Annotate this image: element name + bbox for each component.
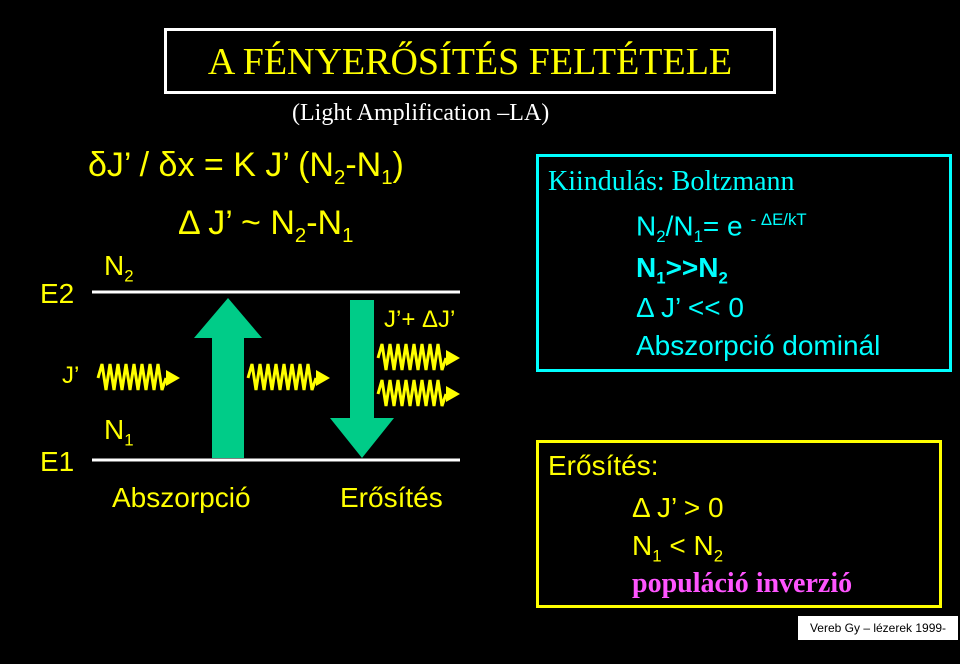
boltzmann-ratio: N2/N1= e - ΔE/kT	[636, 210, 807, 247]
lt-n: N	[632, 530, 652, 561]
gg-op: >>N	[666, 252, 719, 283]
emission-down-arrow	[330, 300, 394, 458]
footer-credit: Vereb Gy – lézerek 1999-2009	[798, 616, 958, 640]
photon-wave-out-1	[378, 344, 446, 370]
absorption-dominates: Abszorpció dominál	[636, 330, 880, 362]
ratio-exponent: - ΔE/kT	[751, 210, 807, 229]
lt-op: < N	[662, 530, 714, 561]
ratio-n: N	[636, 210, 656, 241]
lt-sub2: 2	[714, 547, 723, 566]
n1-lt-n2: N1 < N2	[632, 530, 723, 567]
photon-arrowhead-out-1	[446, 350, 460, 366]
boltzmann-heading: Kiindulás: Boltzmann	[548, 166, 795, 198]
ratio-eq: = e	[703, 210, 743, 241]
ratio-slash: /N	[666, 210, 694, 241]
lt-sub1: 1	[652, 547, 661, 566]
photon-arrowhead-out-2	[446, 386, 460, 402]
gg-sub2: 2	[719, 269, 728, 288]
ratio-sub2: 2	[656, 227, 665, 246]
absorption-up-arrow	[194, 298, 262, 458]
photon-wave-incoming	[98, 364, 166, 390]
amplification-heading: Erősítés:	[548, 450, 658, 482]
photon-wave-out-2	[378, 380, 446, 406]
photon-arrowhead-incoming	[166, 370, 180, 386]
delta-j-less: Δ J’ << 0	[636, 292, 744, 324]
gg-n: N	[636, 252, 656, 283]
delta-j-greater: Δ J’ > 0	[632, 492, 724, 524]
photon-waves	[98, 344, 446, 406]
population-inversion: populáció inverzió	[632, 568, 852, 600]
photon-arrowhead-middle	[316, 370, 330, 386]
photon-wave-middle	[248, 364, 316, 390]
ratio-sub1: 1	[694, 227, 703, 246]
gg-sub1: 1	[656, 269, 665, 288]
n1-gg-n2: N1>>N2	[636, 252, 728, 289]
